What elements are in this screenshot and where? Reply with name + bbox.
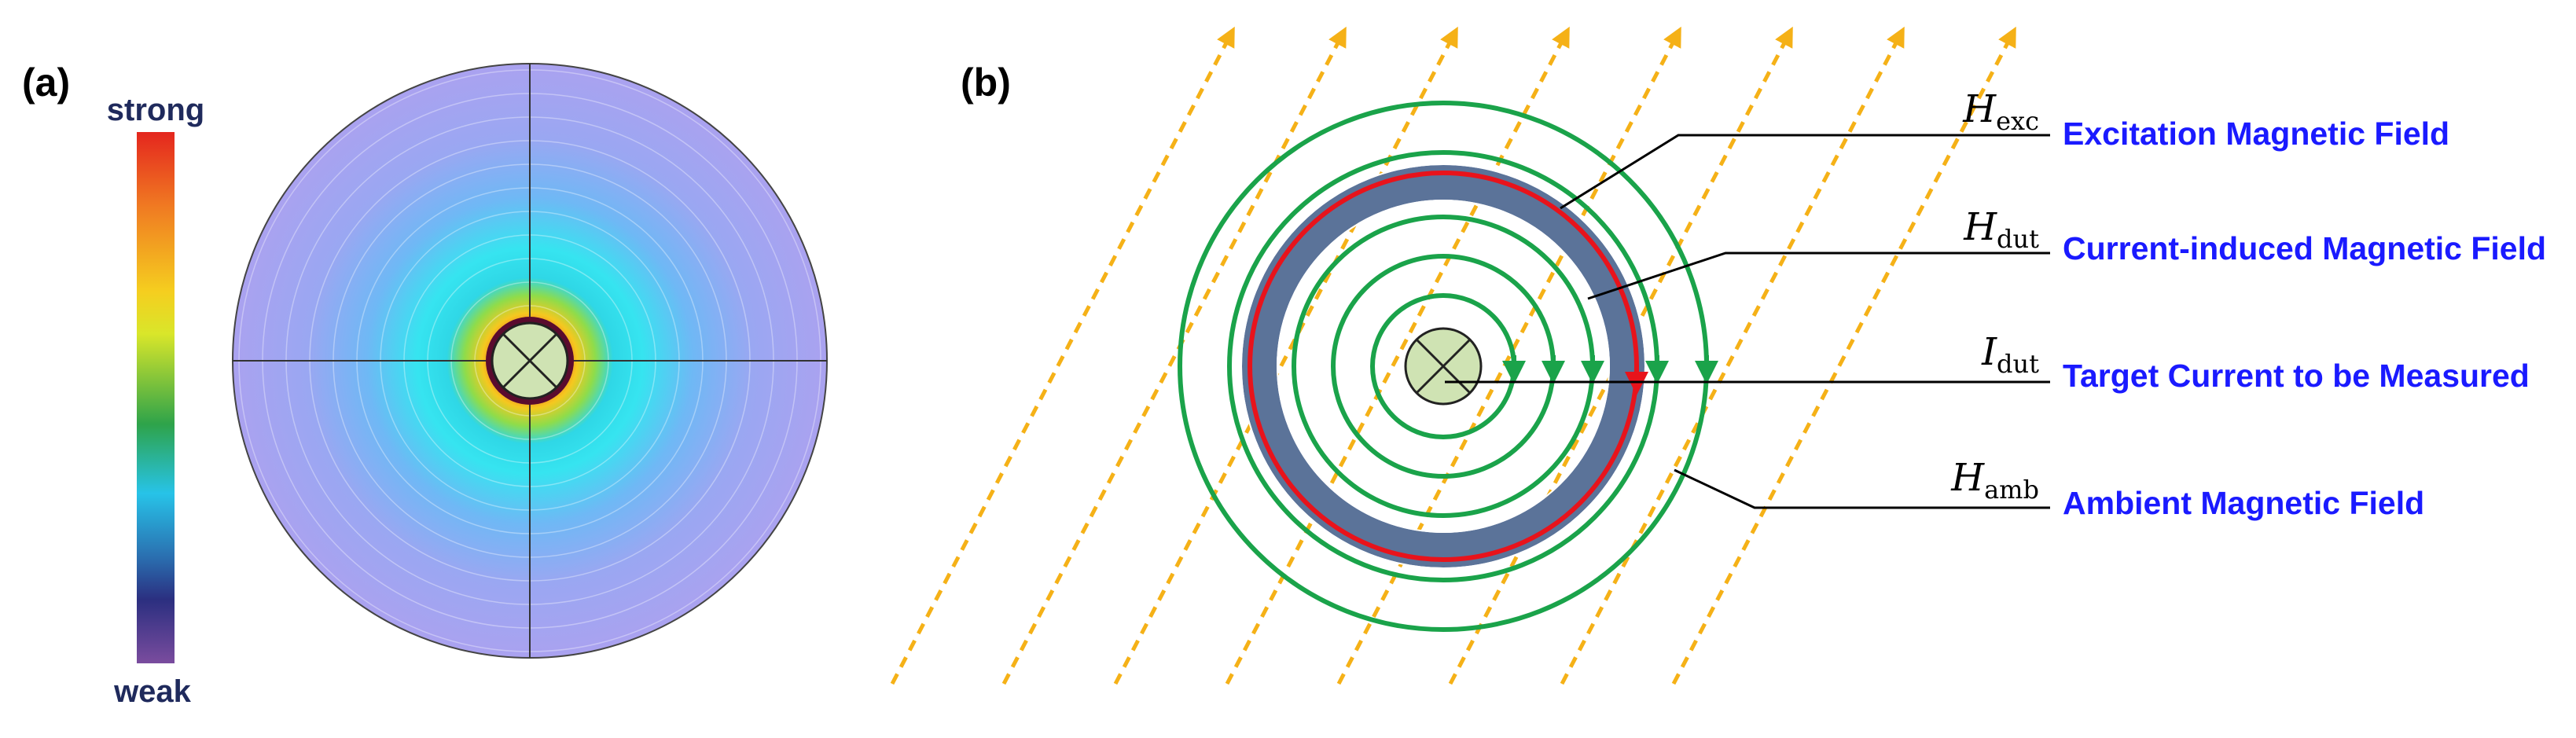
annotation-excitation: Hexc Excitation Magnetic Field bbox=[1962, 87, 2449, 152]
annotation-ambient: Hamb Ambient Magnetic Field bbox=[1950, 456, 2424, 521]
label-excitation-field: Excitation Magnetic Field bbox=[2063, 116, 2449, 152]
scale-top-label: strong bbox=[107, 93, 204, 127]
color-scale: strong weak bbox=[107, 93, 204, 709]
scale-bar bbox=[137, 132, 175, 663]
ambient-arrow bbox=[890, 26, 1235, 685]
annotation-target-current: Idut Target Current to be Measured bbox=[1981, 330, 2530, 394]
leader-ambient bbox=[1674, 468, 2050, 509]
label-target-current: Target Current to be Measured bbox=[2063, 358, 2530, 394]
conductor-a bbox=[491, 321, 569, 400]
panel-b-label: (b) bbox=[961, 61, 1011, 105]
leader-excitation bbox=[1560, 134, 2050, 210]
annotation-current-induced: Hdut Current-induced Magnetic Field bbox=[1963, 205, 2546, 266]
conductor-b bbox=[1404, 327, 1483, 406]
ambient-arrow bbox=[1560, 26, 1905, 685]
label-ambient-field: Ambient Magnetic Field bbox=[2063, 485, 2424, 521]
leader-lines bbox=[1445, 134, 2050, 509]
ambient-arrow bbox=[1113, 26, 1458, 685]
panel-a-label: (a) bbox=[22, 61, 70, 105]
leader-current-induced bbox=[1587, 252, 2050, 300]
label-current-induced-field: Current-induced Magnetic Field bbox=[2063, 230, 2546, 266]
scale-bottom-label: weak bbox=[113, 674, 192, 709]
symbol-h-amb: Hamb bbox=[1950, 456, 2039, 505]
ambient-arrow bbox=[1671, 26, 2016, 685]
symbol-h-dut: Hdut bbox=[1963, 205, 2039, 254]
current-induced-field-rings bbox=[1178, 101, 1718, 632]
symbol-i-dut: Idut bbox=[1981, 330, 2039, 379]
field-magnitude-disk bbox=[232, 63, 828, 659]
symbol-h-exc: Hexc bbox=[1962, 87, 2039, 136]
ambient-arrow bbox=[1001, 26, 1347, 685]
magnetic-core bbox=[1240, 163, 1646, 569]
